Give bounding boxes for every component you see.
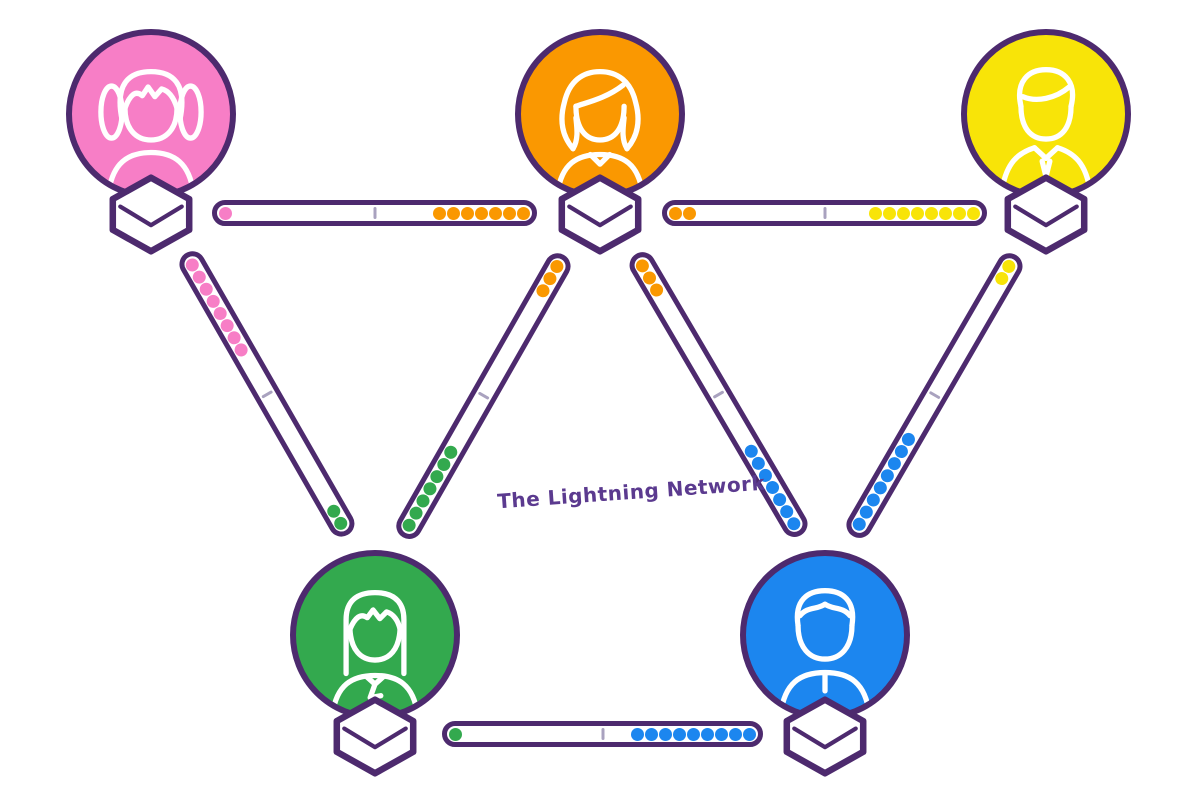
- channel-midpoint-tick: [261, 389, 273, 399]
- green-balance-dots: [400, 443, 461, 535]
- package-box-icon: [558, 174, 642, 255]
- woman-wavy-hair-icon: [554, 68, 646, 193]
- yellow-balance-dots: [869, 206, 980, 220]
- package-box-icon: [333, 696, 417, 777]
- blue-balance-dots: [850, 430, 918, 534]
- orange-balance-dot: [433, 206, 446, 220]
- payment-channel-green-blue: [442, 721, 763, 747]
- orange-balance-dot: [503, 206, 516, 220]
- yellow-balance-dots: [993, 257, 1019, 288]
- node-wallet-box-green: [329, 695, 421, 777]
- blue-balance-dot: [715, 727, 728, 741]
- channel-midpoint-tick: [823, 207, 826, 219]
- channel-midpoint-tick: [928, 391, 941, 400]
- blue-balance-dot: [659, 727, 672, 741]
- payment-channel-yellow-blue: [841, 248, 1028, 543]
- orange-balance-dot: [489, 206, 502, 220]
- payment-channel-pink-orange: [212, 200, 537, 226]
- node-wallet-box-pink: [105, 173, 197, 255]
- green-balance-dots: [325, 502, 351, 533]
- diagram-title: The Lightning Network: [496, 470, 766, 514]
- package-box-icon: [783, 696, 867, 777]
- man-in-suit-icon: [999, 67, 1093, 193]
- orange-balance-dots: [433, 206, 530, 220]
- node-avatar-orange: [515, 29, 685, 199]
- yellow-balance-dot: [939, 206, 952, 220]
- orange-balance-dot: [517, 206, 530, 220]
- orange-balance-dot: [461, 206, 474, 220]
- node-wallet-box-blue: [779, 695, 871, 777]
- payment-channel-orange-yellow: [662, 200, 987, 226]
- node-avatar-blue: [740, 550, 910, 720]
- node-avatar-green: [290, 550, 460, 720]
- girl-with-pigtails-icon: [98, 68, 204, 193]
- blue-balance-dot: [687, 727, 700, 741]
- package-box-icon: [109, 174, 193, 255]
- package-box-icon: [1004, 174, 1088, 255]
- yellow-balance-dot: [967, 206, 980, 220]
- woman-straight-hair-icon: [329, 589, 421, 714]
- yellow-balance-dot: [897, 206, 910, 220]
- blue-balance-dot: [631, 727, 644, 741]
- yellow-balance-dot: [925, 206, 938, 220]
- channel-midpoint-tick: [712, 390, 725, 399]
- node-wallet-box-yellow: [1000, 173, 1092, 255]
- orange-balance-dot: [669, 206, 682, 220]
- yellow-balance-dot: [869, 206, 882, 220]
- channel-midpoint-tick: [477, 391, 490, 401]
- blue-balance-dot: [673, 727, 686, 741]
- node-avatar-pink: [66, 29, 236, 199]
- orange-balance-dot: [475, 206, 488, 220]
- blue-balance-dot: [701, 727, 714, 741]
- green-balance-dot: [449, 727, 462, 741]
- pink-balance-dots: [219, 206, 232, 220]
- orange-balance-dot: [683, 206, 696, 220]
- orange-balance-dot: [447, 206, 460, 220]
- blue-balance-dot: [743, 727, 756, 741]
- yellow-balance-dot: [883, 206, 896, 220]
- pink-balance-dots: [183, 255, 251, 359]
- channel-midpoint-tick: [601, 728, 604, 740]
- blue-balance-dot: [645, 727, 658, 741]
- green-balance-dots: [449, 727, 462, 741]
- orange-balance-dots: [633, 256, 666, 299]
- orange-balance-dots: [534, 257, 567, 300]
- blue-balance-dot: [729, 727, 742, 741]
- channel-midpoint-tick: [373, 207, 376, 219]
- node-wallet-box-orange: [554, 173, 646, 255]
- yellow-balance-dot: [953, 206, 966, 220]
- payment-channel-pink-green: [174, 246, 360, 542]
- man-hoodie-icon: [778, 588, 872, 714]
- orange-balance-dots: [669, 206, 696, 220]
- pink-balance-dot: [219, 206, 232, 220]
- yellow-balance-dot: [911, 206, 924, 220]
- blue-balance-dots: [631, 727, 756, 741]
